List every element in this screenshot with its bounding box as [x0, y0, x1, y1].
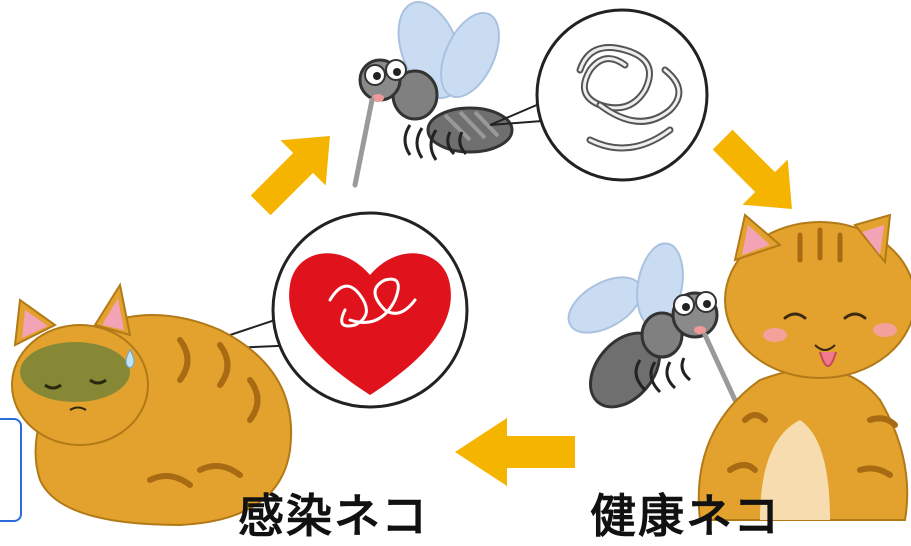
- arrow-down-right: [712, 129, 792, 209]
- sick-cat-icon: [11, 282, 293, 527]
- healthy-cat-label: 健康ネコ: [590, 489, 782, 543]
- infected-cat-label: 感染ネコ: [238, 489, 430, 543]
- heartworm-bubble-icon: [489, 8, 709, 182]
- arrow-left: [455, 418, 575, 486]
- healthy-cat-icon: [697, 213, 911, 521]
- heart-with-worms-bubble: [184, 211, 469, 409]
- arrow-up-right: [250, 136, 330, 216]
- sick-face-shading: [20, 342, 130, 402]
- heart-icon: [289, 253, 451, 395]
- lifecycle-diagram: [11, 1, 911, 527]
- edge-frame-fragment: [0, 418, 22, 522]
- mosquito-right-icon: [567, 242, 738, 409]
- mosquito-top-icon: [352, 1, 514, 188]
